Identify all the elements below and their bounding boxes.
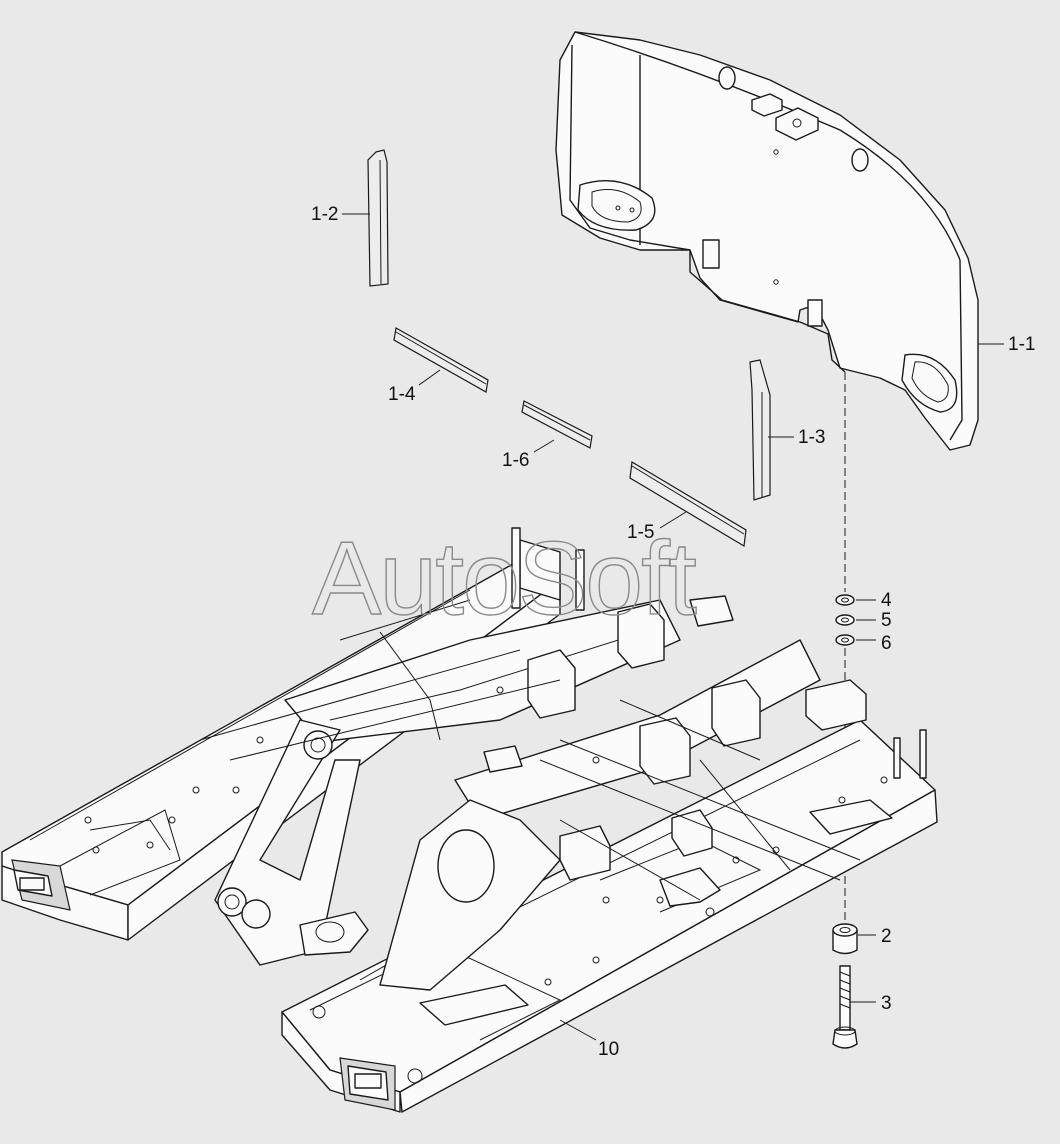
bolt-3	[832, 965, 858, 1049]
callout-3: 3	[881, 993, 892, 1014]
watermark-text: AutoSoft	[312, 521, 697, 637]
callout-1-6: 1-6	[502, 450, 529, 471]
washer-5	[835, 614, 855, 626]
counterweight	[555, 31, 979, 451]
callout-6: 6	[881, 633, 892, 654]
pad-1-4	[393, 327, 489, 393]
pad-1-5	[629, 461, 747, 547]
callout-1-1: 1-1	[1008, 334, 1035, 355]
callout-10: 10	[598, 1039, 619, 1060]
washer-4	[835, 594, 855, 606]
callout-4: 4	[881, 590, 892, 611]
callout-1-4: 1-4	[388, 384, 416, 405]
callout-1-3: 1-3	[798, 427, 825, 448]
callout-2: 2	[881, 926, 892, 947]
pad-1-3	[749, 359, 771, 501]
spacer-2	[832, 923, 858, 955]
callout-5: 5	[881, 610, 892, 631]
pad-1-6	[521, 400, 593, 449]
washer-6	[835, 634, 855, 646]
pad-1-2	[367, 149, 389, 287]
leader-lines	[342, 213, 1004, 1041]
callout-1-5: 1-5	[627, 522, 654, 543]
callout-1-2: 1-2	[311, 204, 338, 225]
upper-frame	[1, 527, 938, 1113]
